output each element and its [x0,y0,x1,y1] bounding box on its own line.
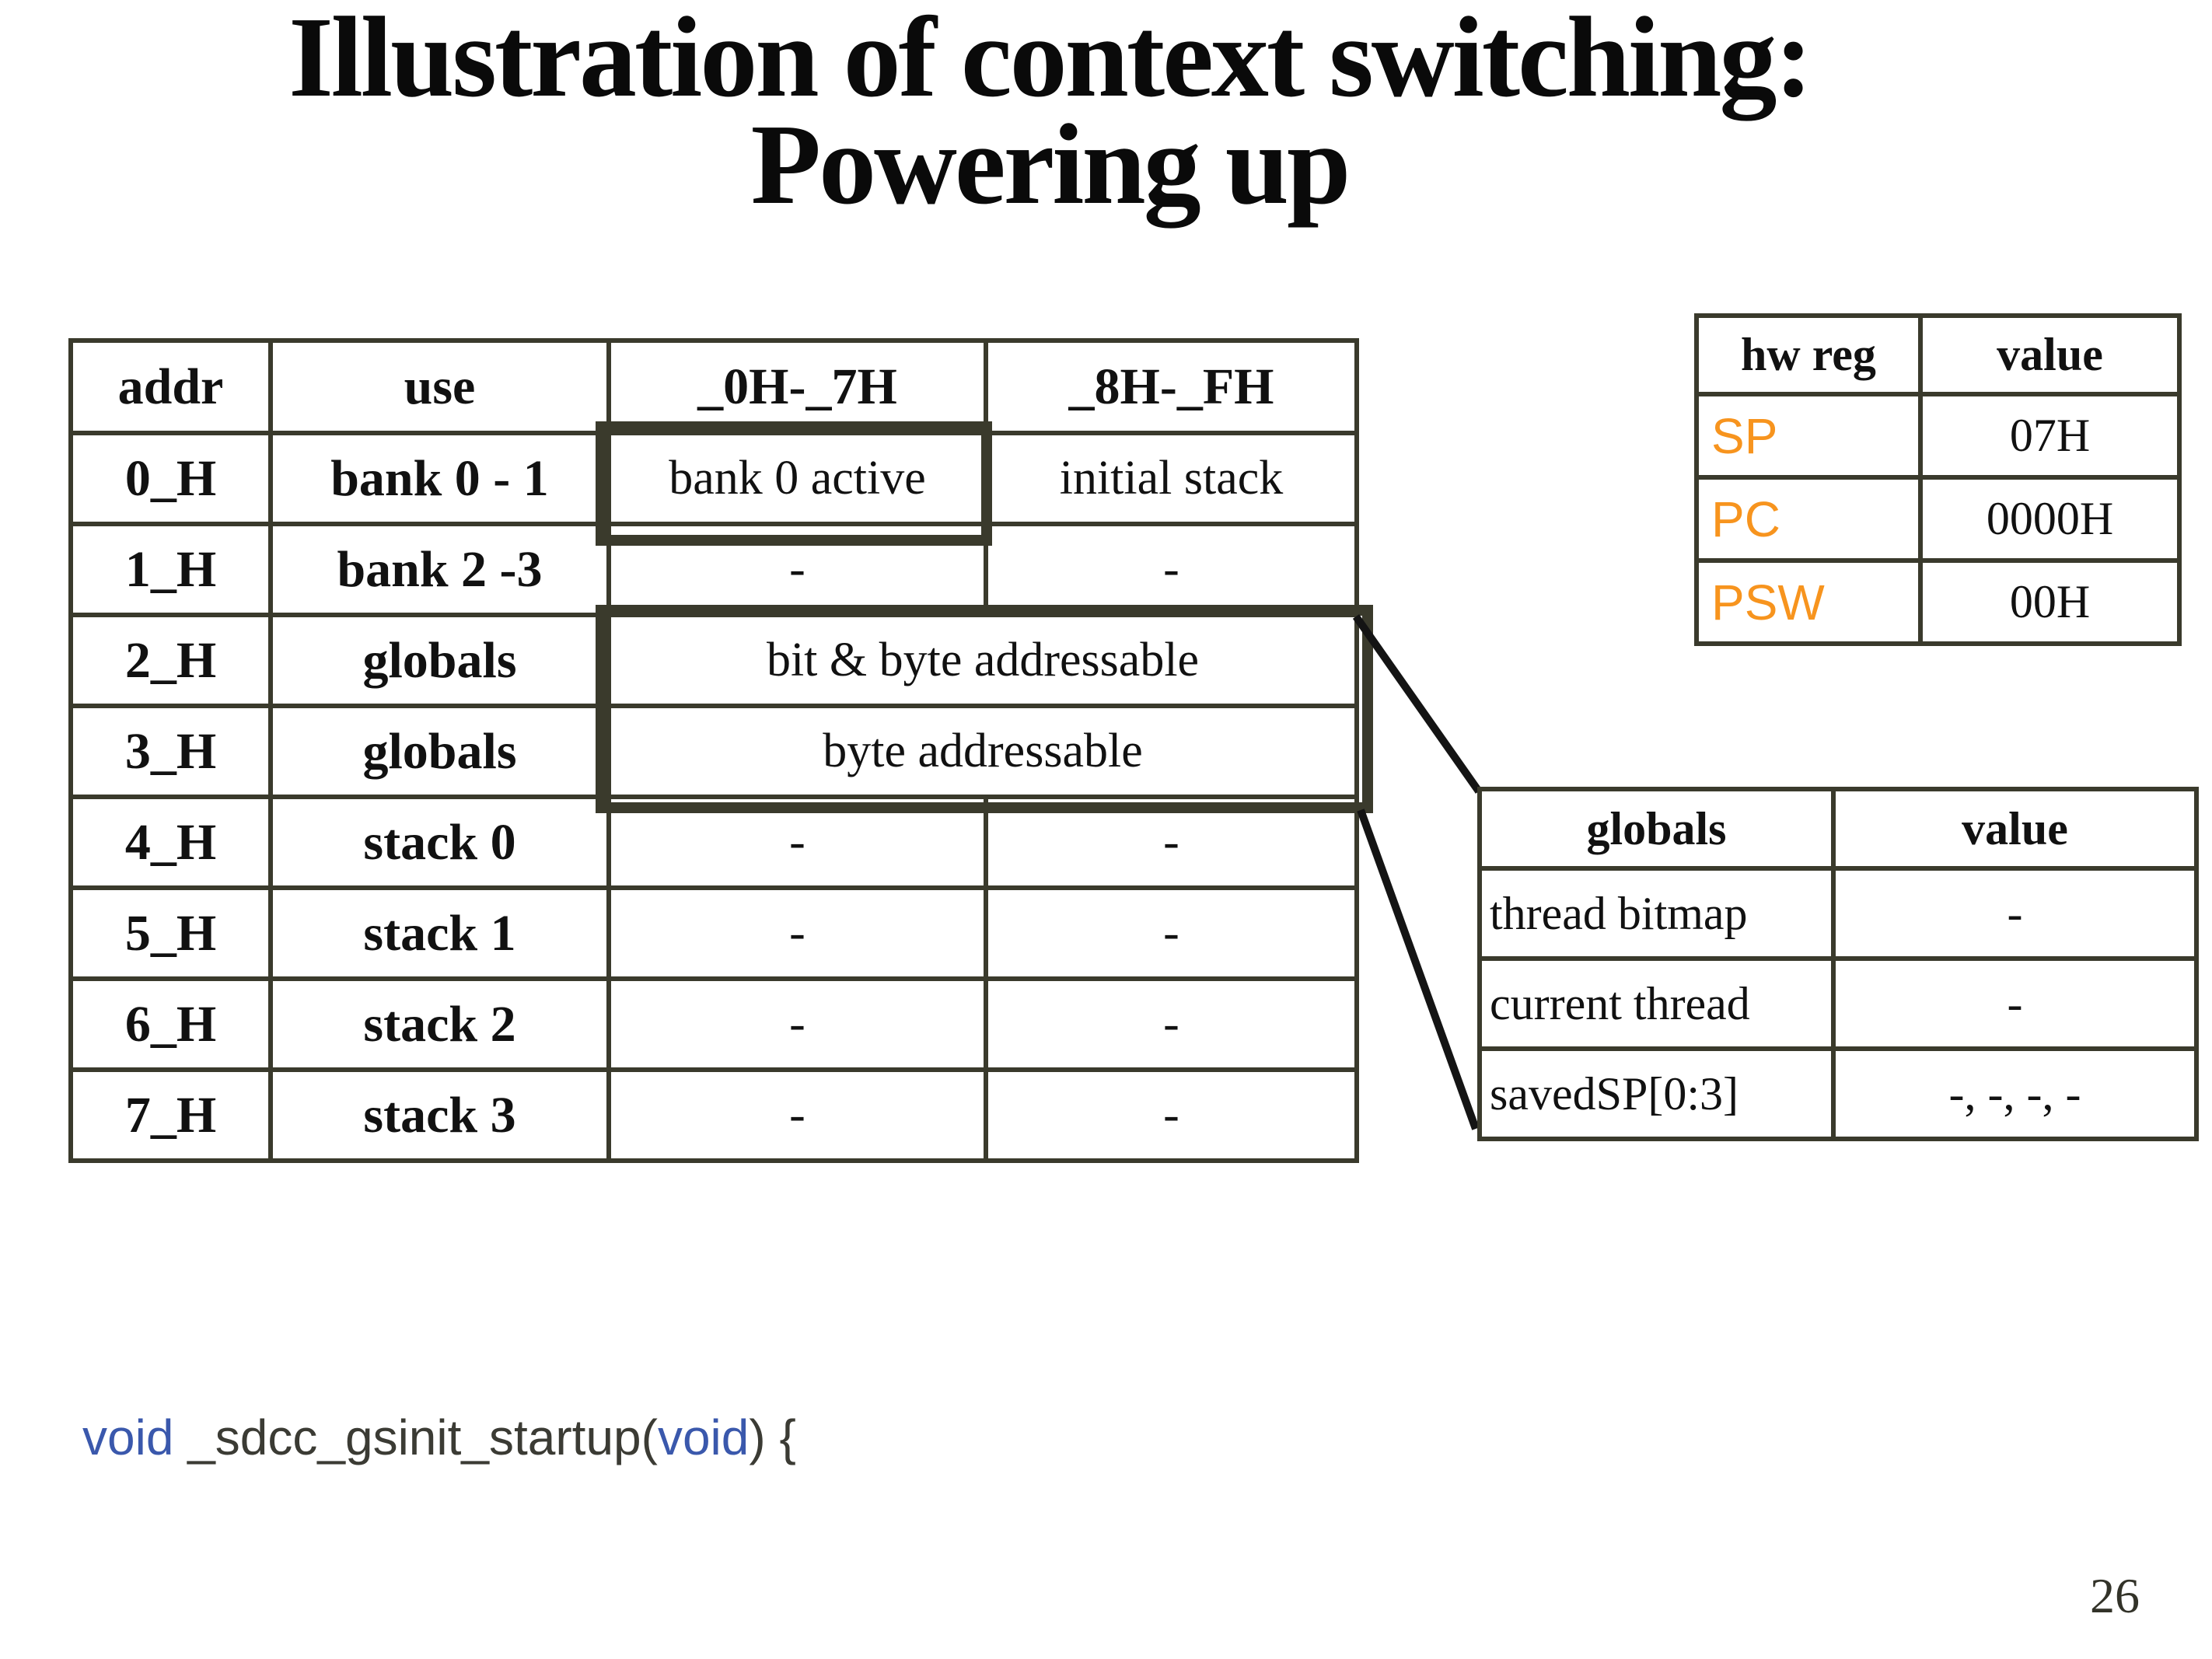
cell-addr: 1_H [68,522,273,617]
table-row: 0_H bank 0 - 1 bank 0 active initial sta… [68,431,1359,526]
cell-reg-value: 0000H [1918,475,2182,563]
cell-bit-byte-addressable: bit & byte addressable [606,613,1359,708]
hw-reg-table: hw reg value SP 07H PC 0000H PSW 00H [1694,313,2182,646]
table-row: 6_H stack 2 - - [68,976,1359,1072]
table-row: 7_H stack 3 - - [68,1067,1359,1163]
table-row: thread bitmap - [1477,866,2199,961]
cell-global-value: -, -, -, - [1831,1046,2199,1141]
cell-initial-stack: initial stack [984,431,1359,526]
code-line: __asm [82,1643,796,1659]
page-number: 26 [2090,1568,2140,1623]
cell-use: bank 2 -3 [268,522,611,617]
code-text: _sdcc_gsinit_startup( [173,1409,658,1465]
cell-value: - [606,522,988,617]
cell-addr: 0_H [68,431,273,526]
cell-use: stack 3 [268,1067,611,1163]
col-header-8h-fh: _8H-_FH [984,338,1359,435]
table-row: 5_H stack 1 - - [68,885,1359,981]
col-header-use: use [268,338,611,435]
col-header-value: value [1831,787,2199,871]
cell-addr: 4_H [68,795,273,890]
callout-line-top [1352,614,1483,794]
cell-addr: 6_H [68,976,273,1072]
cell-reg-sp: SP [1694,392,1923,480]
cell-global-value: - [1831,956,2199,1051]
table-row: PC 0000H [1694,475,2182,563]
table-row: PSW 00H [1694,558,2182,646]
cell-use: stack 2 [268,976,611,1072]
cell-current-thread: current thread [1477,956,1836,1051]
cell-value: - [984,795,1359,890]
cell-global-value: - [1831,866,2199,961]
cell-reg-value: 07H [1918,392,2182,480]
cell-value: - [984,885,1359,981]
cell-addr: 7_H [68,1067,273,1163]
table-row: current thread - [1477,956,2199,1051]
code-block: void _sdcc_gsinit_startup(void) { __asm … [82,1231,796,1659]
cell-use: globals [268,704,611,799]
code-keyword: __asm [118,1657,267,1659]
table-row: 3_H globals byte addressable [68,704,1359,799]
col-header-addr: addr [68,338,273,435]
cell-use: globals [268,613,611,708]
table-row: 2_H globals bit & byte addressable [68,613,1359,708]
slide-title: Illustration of context switching: Power… [23,0,2076,222]
cell-savedsp: savedSP[0:3] [1477,1046,1836,1141]
cell-value: - [606,795,988,890]
memory-table-header-row: addr use _0H-_7H _8H-_FH [68,338,1359,435]
cell-thread-bitmap: thread bitmap [1477,866,1836,961]
code-keyword: void [657,1409,750,1465]
col-header-hw-reg: hw reg [1694,313,1923,396]
cell-use: stack 1 [268,885,611,981]
cell-value: - [984,522,1359,617]
globals-table: globals value thread bitmap - current th… [1477,787,2199,1141]
cell-value: - [606,885,988,981]
table-row: savedSP[0:3] -, -, -, - [1477,1046,2199,1141]
table-row: 1_H bank 2 -3 - - [68,522,1359,617]
code-text: ) { [749,1409,796,1465]
cell-addr: 3_H [68,704,273,799]
table-row: 4_H stack 0 - - [68,795,1359,890]
cell-addr: 5_H [68,885,273,981]
cell-reg-value: 00H [1918,558,2182,646]
globals-header-row: globals value [1477,787,2199,871]
cell-reg-pc: PC [1694,475,1923,563]
code-keyword: void [82,1409,174,1465]
cell-value: - [606,976,988,1072]
cell-value: - [984,976,1359,1072]
cell-value: - [984,1067,1359,1163]
col-header-globals: globals [1477,787,1836,871]
cell-byte-addressable: byte addressable [606,704,1359,799]
col-header-value: value [1918,313,2182,396]
table-row: SP 07H [1694,392,2182,480]
cell-addr: 2_H [68,613,273,708]
hw-reg-header-row: hw reg value [1694,313,2182,396]
col-header-0h-7h: _0H-_7H [606,338,988,435]
code-line: void _sdcc_gsinit_startup(void) { [82,1396,796,1479]
slide-title-line1: Illustration of context switching: [288,0,1813,121]
cell-bank0-active: bank 0 active [606,431,988,526]
memory-table: addr use _0H-_7H _8H-_FH 0_H bank 0 - 1 … [68,338,1359,1163]
callout-line-bottom [1357,809,1480,1130]
slide-title-line2: Powering up [750,100,1351,229]
cell-use: stack 0 [268,795,611,890]
cell-use: bank 0 - 1 [268,431,611,526]
cell-reg-psw: PSW [1694,558,1923,646]
cell-value: - [606,1067,988,1163]
